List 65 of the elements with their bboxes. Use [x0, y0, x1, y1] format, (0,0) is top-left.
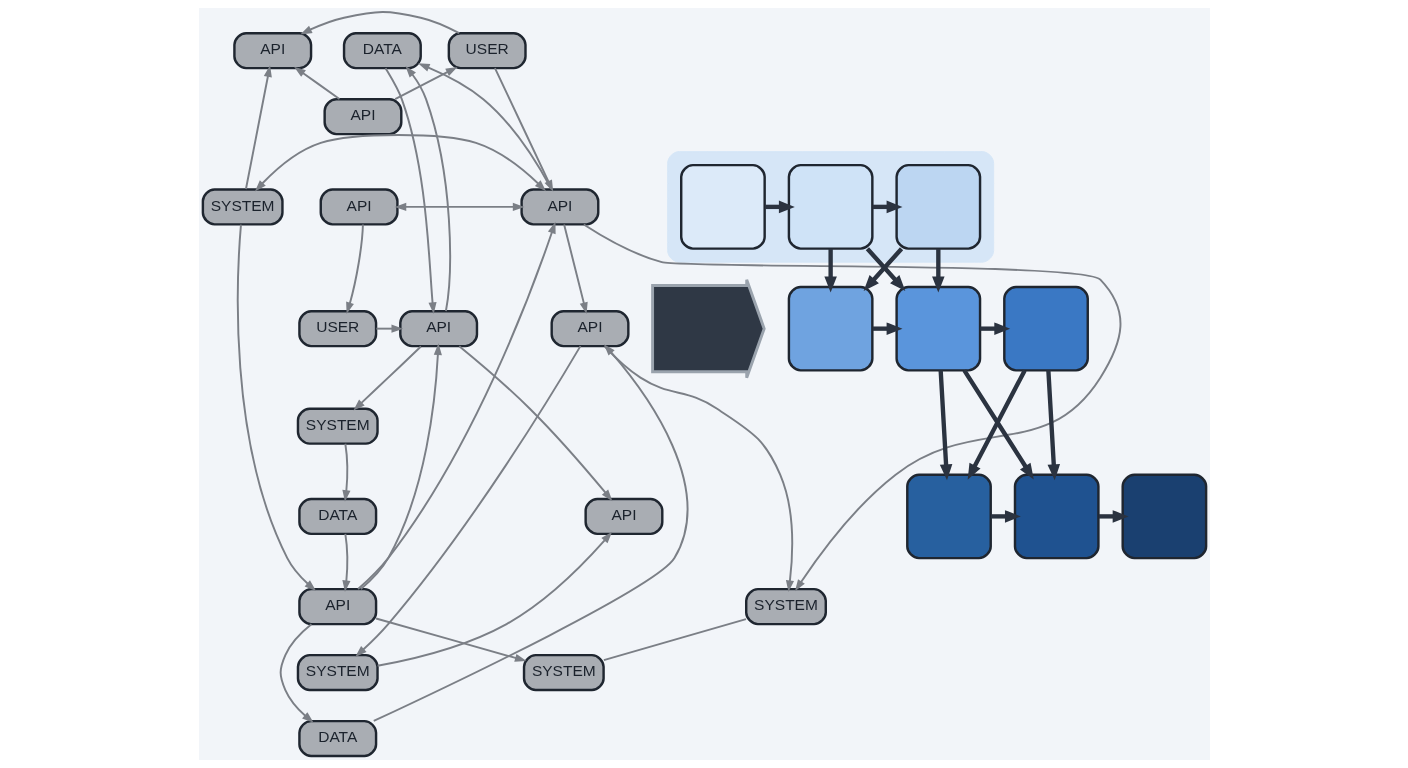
node-box — [894, 163, 981, 250]
connector — [602, 618, 747, 662]
arrow — [961, 369, 1034, 480]
arrow — [293, 66, 340, 100]
arrow — [384, 67, 437, 314]
arrow — [279, 623, 314, 723]
node-box: SYSTEM — [744, 587, 827, 626]
node-box — [787, 285, 874, 372]
arrow — [352, 345, 422, 411]
node-box: API — [322, 97, 402, 136]
node-box — [787, 163, 874, 250]
arrow — [374, 617, 527, 662]
node-box: DATA — [297, 497, 377, 536]
node-box: API — [232, 32, 312, 70]
node-box — [679, 163, 766, 250]
cluster — [666, 151, 994, 263]
arrow — [938, 370, 952, 481]
arrow — [356, 221, 556, 591]
arrow — [236, 223, 316, 591]
arrow — [603, 345, 794, 593]
arrow — [990, 510, 1021, 523]
node-box: USER — [447, 32, 527, 70]
node-box — [894, 285, 981, 372]
arrow — [967, 369, 1027, 480]
arrow — [254, 133, 546, 192]
arrow — [359, 343, 442, 590]
arrow — [374, 324, 403, 333]
arrow — [345, 223, 364, 314]
arrow — [582, 223, 1121, 592]
arrow — [244, 65, 272, 190]
arrow — [979, 322, 1010, 335]
node-box: API — [297, 587, 377, 626]
node-box: SYSTEM — [296, 407, 379, 445]
arrow — [404, 65, 451, 312]
node-box — [1013, 473, 1100, 560]
node-box: API — [583, 497, 663, 536]
arrow — [299, 11, 460, 35]
arrow — [372, 344, 688, 722]
node-box: DATA — [297, 719, 377, 758]
arrow — [376, 531, 612, 667]
arrow — [341, 442, 350, 502]
arrow — [1045, 370, 1060, 481]
arrow — [354, 345, 581, 657]
arrow — [1098, 510, 1129, 523]
node-box: SYSTEM — [296, 653, 379, 692]
arrow — [872, 322, 902, 335]
node-box: API — [398, 309, 478, 348]
arrow — [341, 533, 350, 593]
arrow — [931, 248, 945, 293]
node-box — [1002, 285, 1089, 372]
arrow — [457, 345, 612, 502]
arrow — [823, 248, 837, 293]
arrow — [562, 223, 588, 314]
node-box — [905, 473, 992, 560]
node-box: SYSTEM — [201, 188, 284, 226]
node-box: API — [549, 309, 630, 348]
node-box: DATA — [342, 32, 422, 70]
node-box: USER — [297, 309, 377, 348]
node-box: API — [519, 188, 599, 226]
arrow — [394, 202, 524, 211]
node-box: API — [319, 188, 399, 226]
node-box — [1120, 473, 1207, 560]
node-box: SYSTEM — [522, 653, 605, 692]
node-arrow — [650, 278, 766, 380]
arrow — [393, 66, 457, 101]
